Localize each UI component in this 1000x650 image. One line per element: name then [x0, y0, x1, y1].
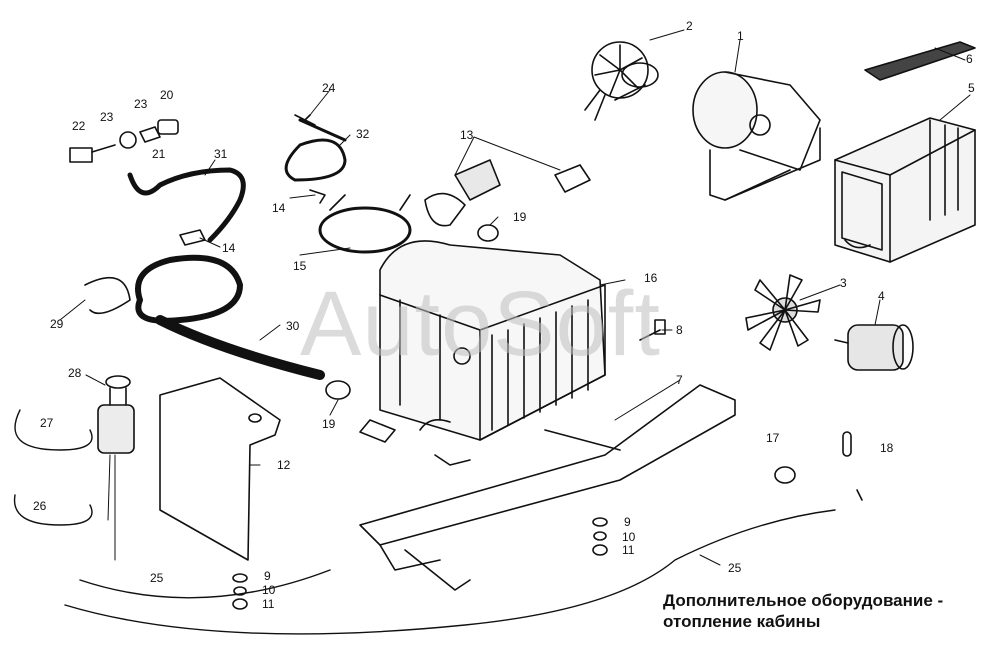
label-part-22: 22: [72, 119, 86, 133]
clamp-part: [325, 224, 499, 400]
diagram-caption: Дополнительное оборудование - отопление …: [663, 590, 943, 632]
bolt-part: [639, 319, 666, 341]
fan-impeller-part: [745, 274, 821, 351]
label-part-23-left: 23: [100, 110, 114, 124]
heater-radiator-part: [359, 240, 606, 466]
label-part-2: 2: [686, 19, 693, 33]
label-part-24: 24: [322, 81, 336, 95]
fan-housing-part: [692, 71, 821, 201]
hose-coil-part: [135, 254, 325, 380]
label-part-19-lower: 19: [322, 417, 336, 431]
label-part-25-right: 25: [728, 561, 742, 575]
label-part-30: 30: [286, 319, 300, 333]
label-part-8: 8: [676, 323, 683, 337]
housing-cover-part: [834, 117, 976, 263]
label-part-32: 32: [356, 127, 370, 141]
grommet-and-link-part: [774, 431, 863, 501]
leader-lines: [59, 29, 971, 566]
seal-strip-part: [864, 41, 976, 81]
fittings-part: [69, 114, 326, 246]
wires-part: [13, 409, 836, 635]
label-part-9-right: 9: [624, 515, 631, 529]
label-part-19-upper: 19: [513, 210, 527, 224]
label-part-18: 18: [880, 441, 894, 455]
hose-clip-part: [84, 276, 131, 315]
mounting-bracket-long-part: [359, 384, 736, 591]
label-part-15: 15: [293, 259, 307, 273]
label-part-23-right: 23: [134, 97, 148, 111]
label-part-3: 3: [840, 276, 847, 290]
label-part-16: 16: [644, 271, 658, 285]
caption-line-2: отопление кабины: [663, 612, 821, 631]
label-part-31: 31: [214, 147, 228, 161]
switch-part: [97, 375, 135, 454]
blower-fan-part: [584, 41, 659, 121]
electric-motor-part: [834, 324, 914, 371]
label-part-4: 4: [878, 289, 885, 303]
label-part-9-left: 9: [264, 569, 271, 583]
label-part-5: 5: [968, 81, 975, 95]
part-number-labels: 1 2 3 4 5 6 7 8 9 10 11 9 10 11 12 13 14…: [33, 19, 975, 611]
label-part-10-right: 10: [622, 530, 636, 544]
hose-short-part: [127, 167, 246, 243]
label-part-7: 7: [676, 373, 683, 387]
caption-line-1: Дополнительное оборудование -: [663, 591, 944, 610]
valve-part: [424, 159, 591, 227]
hose-coil-small-part: [284, 118, 347, 182]
label-part-14-upper: 14: [272, 201, 286, 215]
label-part-29: 29: [50, 317, 64, 331]
shield-plate-part: [159, 377, 281, 561]
watermark: AutoSoft: [300, 273, 661, 375]
washers-nuts-part: [232, 517, 608, 610]
label-part-12: 12: [277, 458, 291, 472]
label-part-21: 21: [152, 147, 166, 161]
label-part-27: 27: [40, 416, 54, 430]
label-part-14-lower: 14: [222, 241, 236, 255]
label-part-25-left: 25: [150, 571, 164, 585]
label-part-28: 28: [68, 366, 82, 380]
label-part-6: 6: [966, 52, 973, 66]
label-part-10-left: 10: [262, 583, 276, 597]
label-part-17: 17: [766, 431, 780, 445]
label-part-11-left: 11: [262, 597, 275, 611]
label-part-13: 13: [460, 128, 474, 142]
label-part-11-right: 11: [622, 543, 635, 557]
label-part-20: 20: [160, 88, 174, 102]
tube-coil-part: [318, 194, 412, 254]
label-part-1: 1: [737, 29, 744, 43]
label-part-26: 26: [33, 499, 47, 513]
